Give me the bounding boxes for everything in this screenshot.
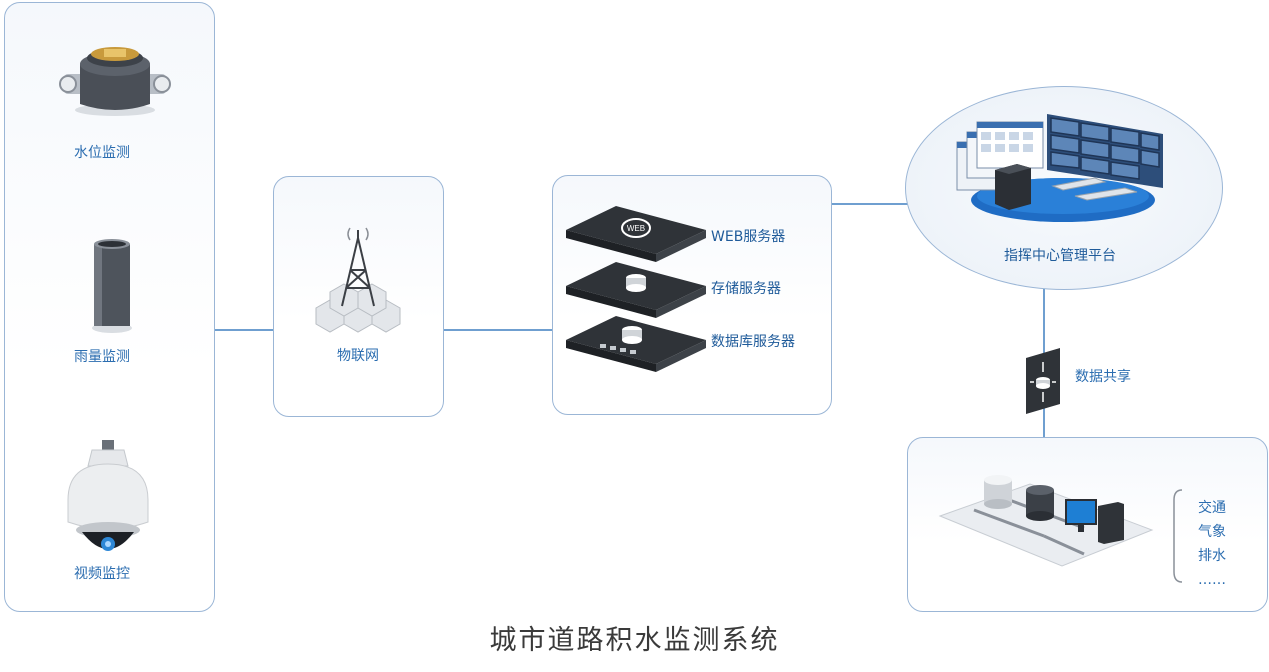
iot-label: 物联网 <box>337 348 379 364</box>
storage-server-icon <box>566 262 706 318</box>
data-sharing-label: 数据共享 <box>1075 369 1131 385</box>
data-sharing-icon <box>1026 348 1060 414</box>
department-drainage: 排水 <box>1198 548 1226 564</box>
department-more: …… <box>1198 572 1226 588</box>
video-surveillance-label: 视频监控 <box>74 566 130 582</box>
web-icon-text: WEB <box>627 224 645 233</box>
department-weather: 气象 <box>1198 524 1226 540</box>
connector-iot-servers <box>442 329 553 331</box>
storage-server-label: 存储服务器 <box>711 281 781 297</box>
water-level-sensor-icon <box>59 47 171 116</box>
control-room-icon <box>956 114 1163 222</box>
web-server-icon: WEB <box>566 206 706 262</box>
connector-sensors-iot <box>213 329 274 331</box>
database-server-label: 数据库服务器 <box>711 334 795 350</box>
bracket-icon <box>1173 489 1183 583</box>
web-server-label: WEB服务器 <box>711 229 786 245</box>
database-server-icon <box>566 316 706 372</box>
dome-camera-icon <box>67 440 149 551</box>
connector-servers-center <box>830 203 908 205</box>
data-exchange-icon <box>938 475 1154 567</box>
water-level-label: 水位监测 <box>74 145 130 161</box>
command-center-label: 指挥中心管理平台 <box>1004 248 1116 264</box>
departments-list: 交通 气象 排水 …… <box>1198 496 1226 592</box>
cell-tower-icon <box>315 227 401 333</box>
department-traffic: 交通 <box>1198 500 1226 516</box>
rainfall-label: 雨量监测 <box>74 349 130 365</box>
diagram-title: 城市道路积水监测系统 <box>489 625 780 656</box>
rain-gauge-icon <box>92 239 132 333</box>
